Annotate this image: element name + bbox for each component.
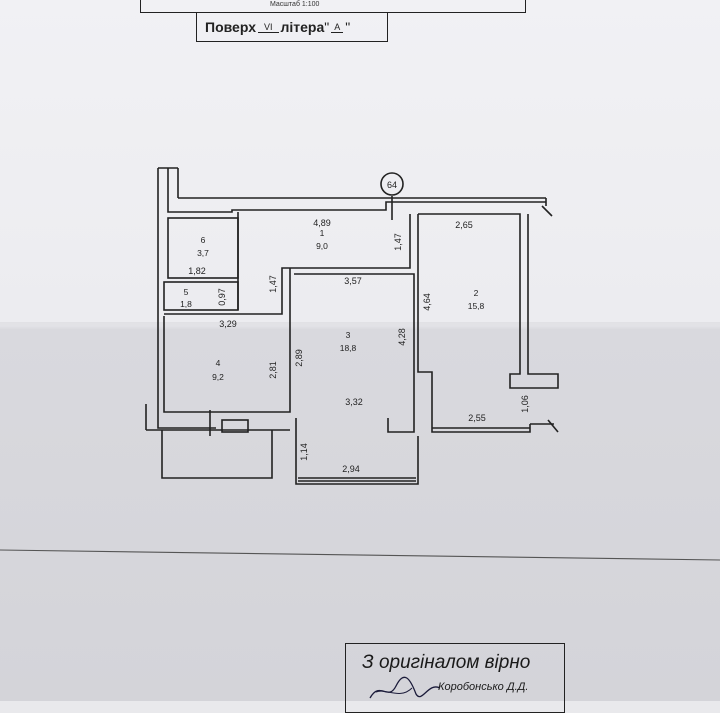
- signature-mark: [369, 676, 441, 699]
- dim-1-06: 1,06: [520, 395, 530, 413]
- room-1-area: 9,0: [316, 241, 328, 251]
- dim-2-94: 2,94: [342, 464, 360, 474]
- letter-value: А: [331, 22, 344, 33]
- letter-prefix: літера: [280, 19, 325, 35]
- room-2-area: 15,8: [468, 301, 485, 311]
- dim-2-81: 2,81: [268, 361, 278, 379]
- dim-2-65: 2,65: [455, 220, 473, 230]
- paper-fold: [0, 322, 720, 326]
- loggia-4: [161, 430, 273, 479]
- dim-2-89: 2,89: [294, 349, 304, 367]
- break-mark-ne: [541, 205, 553, 217]
- dim-1-47-a: 1,47: [393, 233, 403, 251]
- wall-west: [157, 168, 216, 429]
- room-4-number: 4: [216, 358, 221, 368]
- room-3-area: 18,8: [340, 343, 357, 353]
- certification-stamp: З оригіналом вірно Коробонсько Д.Д.: [345, 643, 565, 713]
- dim-4-64: 4,64: [422, 293, 432, 311]
- stamp-name: Коробонсько Д.Д.: [438, 681, 529, 693]
- balcony-3: [295, 418, 419, 485]
- dim-1-47-b: 1,47: [268, 275, 278, 293]
- wall-room2: [417, 214, 531, 433]
- room-1-number: 1: [320, 228, 325, 238]
- dim-2-55: 2,55: [468, 413, 486, 423]
- room-4-area: 9,2: [212, 372, 224, 382]
- dim-1-82: 1,82: [188, 266, 206, 276]
- room-5-number: 5: [184, 287, 189, 297]
- break-mark-se: [547, 419, 559, 433]
- stamp-title: З оригіналом вірно: [362, 652, 531, 673]
- dim-4-89: 4,89: [313, 218, 331, 228]
- room-6-number: 6: [201, 235, 206, 245]
- wall-room2-east: [418, 213, 559, 389]
- room-2-number: 2: [474, 288, 479, 298]
- dim-3-32: 3,32: [345, 397, 363, 407]
- wall-room1-south: [164, 214, 411, 315]
- room-5-area: 1,8: [180, 299, 192, 309]
- floor-label-box: Поверх VI літера "А": [196, 12, 388, 42]
- floor-value: VI: [257, 22, 279, 33]
- floor-prefix: Поверх: [205, 19, 256, 35]
- door-4: [221, 419, 249, 433]
- dim-3-29: 3,29: [219, 319, 237, 329]
- room-6-area: 3,7: [197, 248, 209, 258]
- wall-room4: [163, 268, 291, 413]
- wall-room3: [294, 273, 415, 433]
- dim-0-97: 0,97: [217, 288, 227, 306]
- scale-label: Масштаб 1:100: [270, 1, 320, 8]
- dim-4-28: 4,28: [397, 328, 407, 346]
- axis-marker: [380, 172, 404, 196]
- sheet-rule: [0, 549, 720, 561]
- axis-label: 64: [387, 180, 397, 190]
- wall-north: [167, 168, 546, 213]
- dim-3-57: 3,57: [344, 276, 362, 286]
- room-3-number: 3: [346, 330, 351, 340]
- dim-1-14: 1,14: [299, 443, 309, 461]
